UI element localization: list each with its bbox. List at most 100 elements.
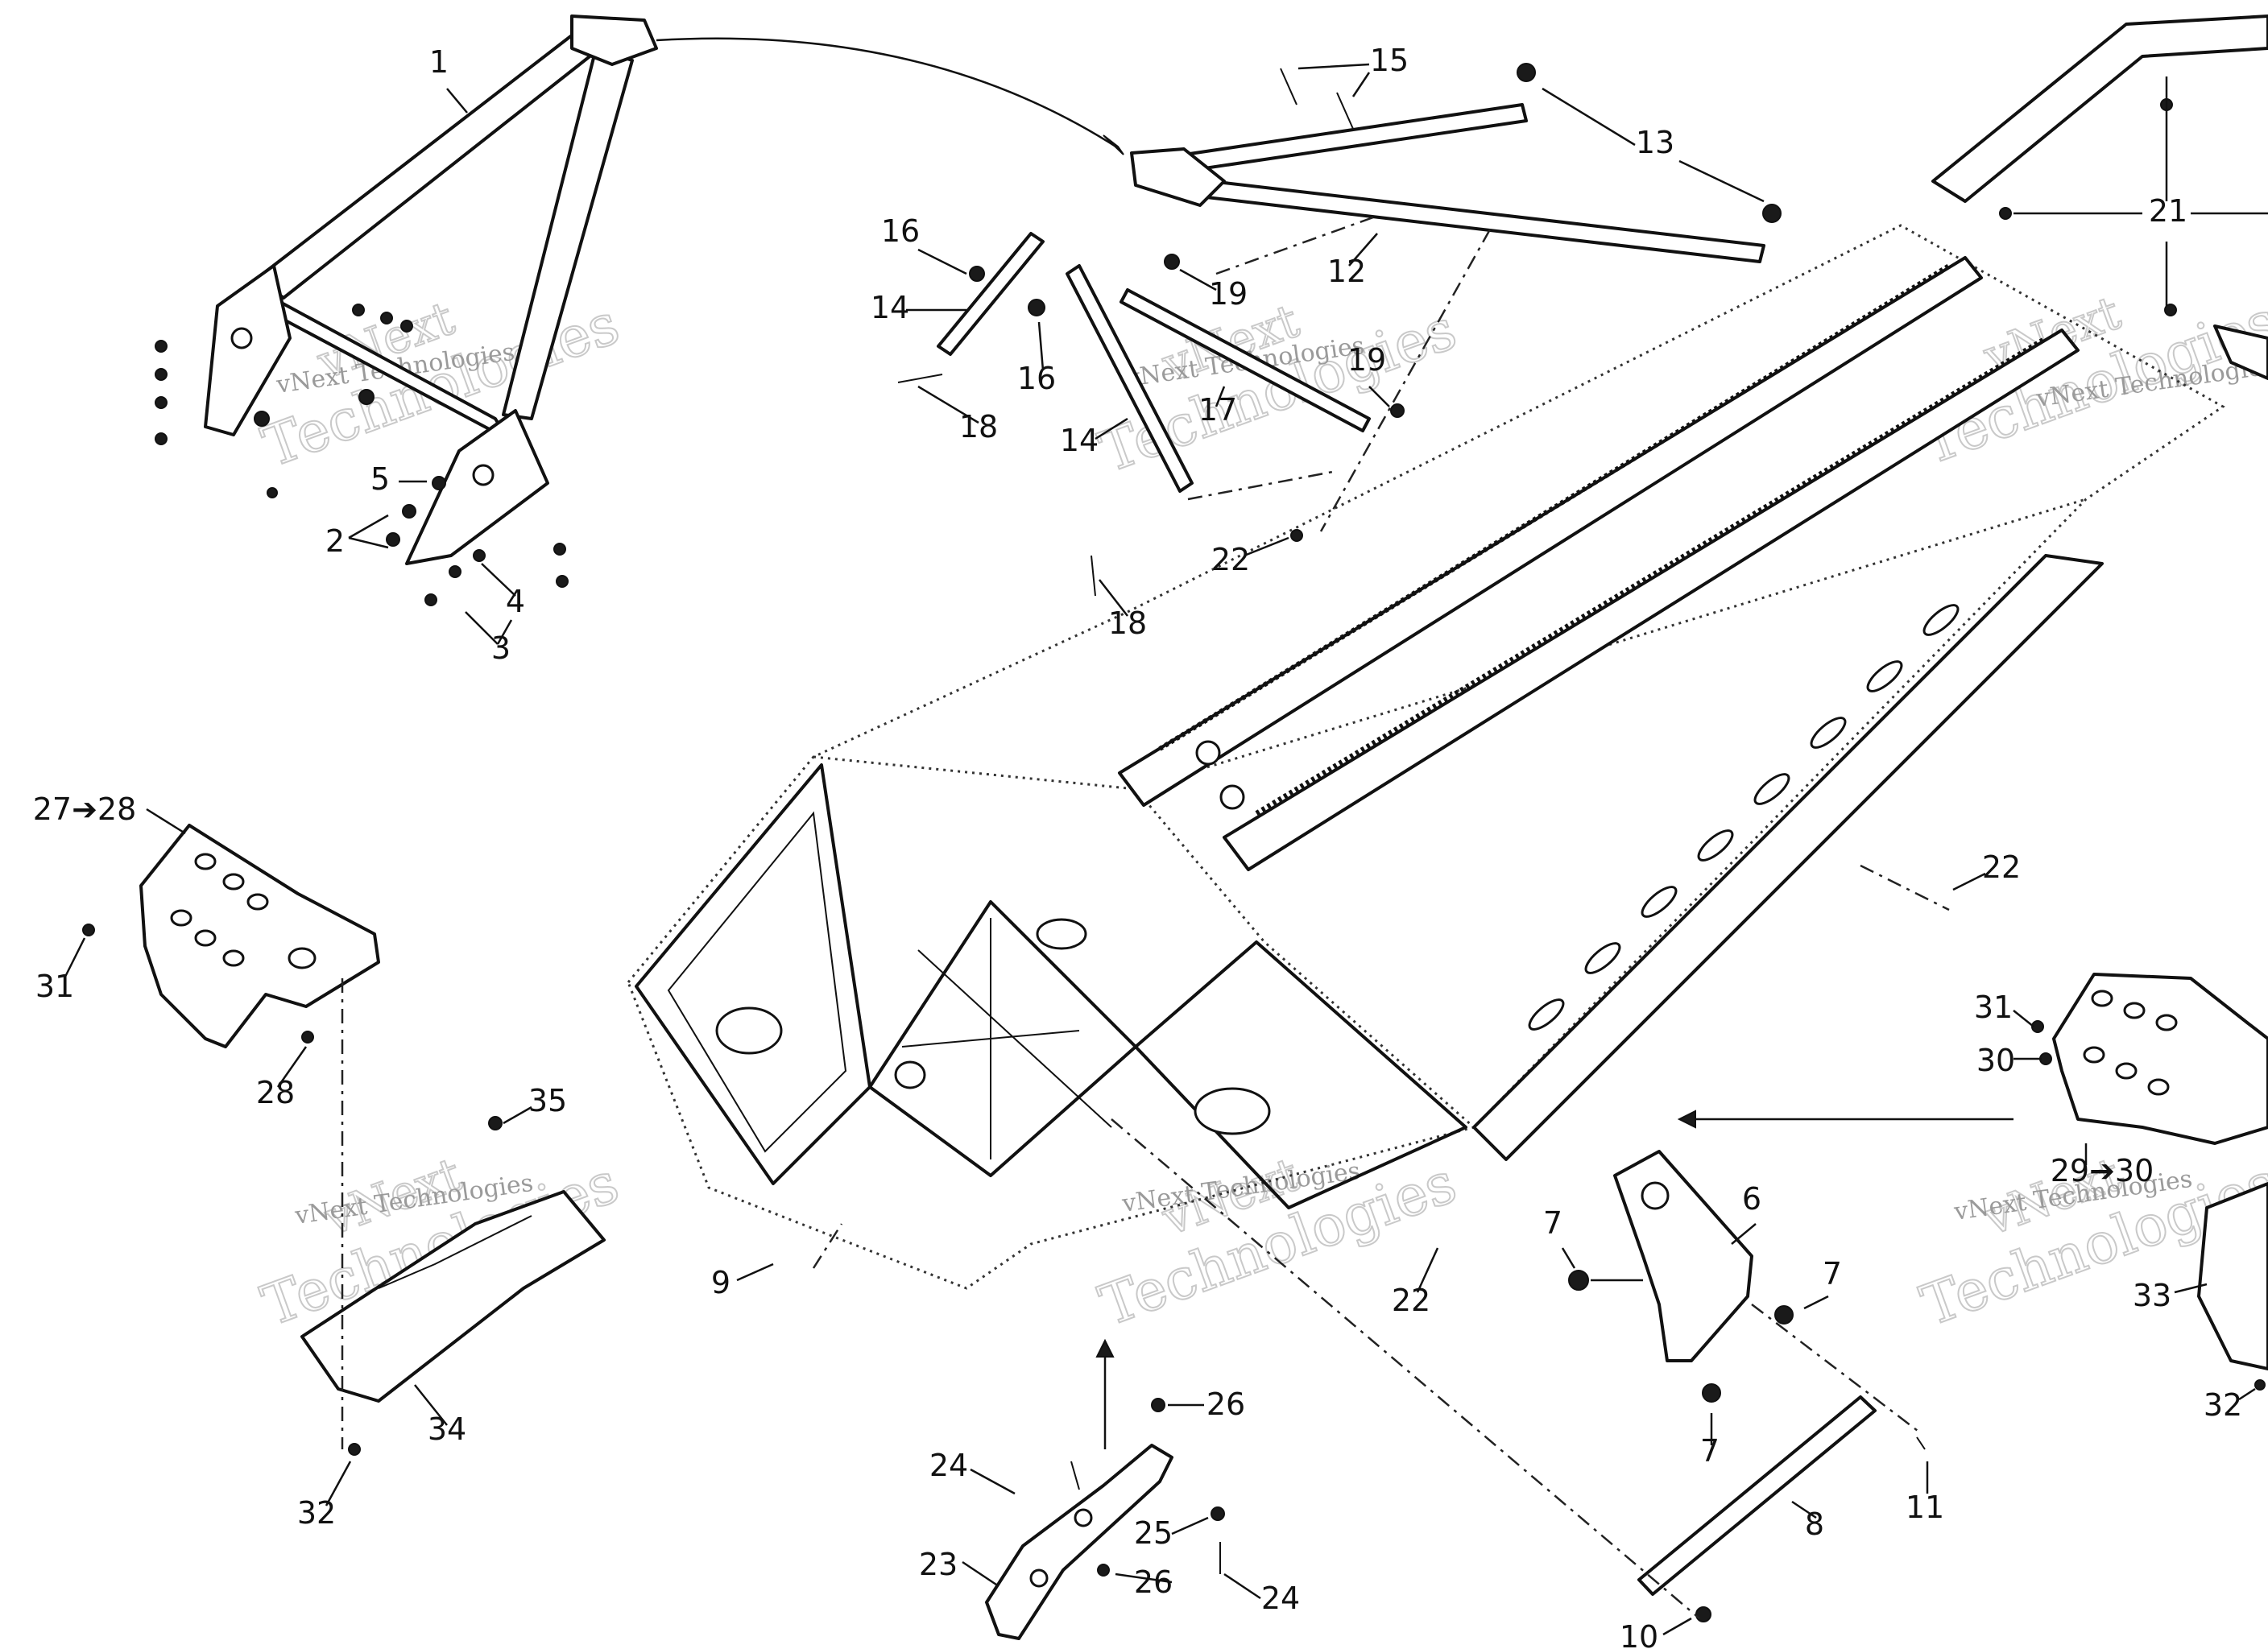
frame-hole-center: [894, 1060, 926, 1089]
bushing-right: [1762, 204, 1782, 223]
callout-c25: 25: [1134, 1515, 1173, 1551]
slide-bracket-23-body: [985, 1444, 1173, 1640]
nut: [380, 312, 393, 324]
callout-c14a: 14: [871, 290, 909, 325]
bolt: [424, 593, 437, 606]
bumper-drop: [2213, 324, 2268, 380]
callout-c5: 5: [370, 461, 390, 497]
a-frame-right-bracket: [405, 409, 549, 565]
callout-c17: 17: [1198, 392, 1237, 428]
callout-c2: 2: [325, 523, 345, 559]
callout-c31a: 31: [35, 969, 74, 1004]
callout-c12: 12: [1327, 254, 1366, 289]
front-frame-center: [868, 900, 1137, 1177]
callout-c34: 34: [428, 1411, 466, 1447]
bolt: [155, 432, 168, 445]
leader-lines: [63, 37, 2268, 1636]
callout-c30: 30: [1976, 1043, 2015, 1078]
callout-c31b: 31: [1974, 990, 2013, 1025]
bolt-18a: [897, 374, 943, 383]
nut-7b: [1774, 1305, 1794, 1325]
left-running-board: [300, 1116, 606, 1456]
nut: [1028, 299, 1045, 316]
callout-c14b: 14: [1060, 423, 1099, 458]
heat-exchanger: [1118, 256, 2080, 871]
running-board-33: [2197, 1182, 2268, 1370]
nut-7c: [1702, 1383, 1721, 1403]
running-board-34-detail: [378, 1215, 532, 1289]
bolt: [473, 549, 486, 562]
screw-26a: [1151, 1398, 1165, 1412]
right-running-board: [2197, 1182, 2268, 1391]
link-long: [1066, 264, 1194, 493]
bumper-tube: [1931, 14, 2268, 203]
footrest-29: [2052, 973, 2268, 1145]
callout-c24b: 24: [1261, 1581, 1300, 1616]
left-footrest: [82, 824, 380, 1048]
slide-hole: [1029, 1568, 1049, 1588]
bolt: [553, 543, 566, 556]
slide-hole: [1074, 1508, 1093, 1527]
front-frame-left-inner: [667, 811, 847, 1153]
arrow-head: [1103, 134, 1124, 155]
callout-c26b: 26: [1134, 1564, 1173, 1600]
link-short: [937, 232, 1045, 356]
callout-c1: 1: [429, 44, 449, 80]
links: [897, 68, 1405, 597]
callout-c13: 13: [1636, 125, 1674, 160]
frame-hole-left: [715, 1006, 783, 1055]
callout-c16b: 16: [1017, 361, 1056, 396]
rear-arm-lower-tube: [1170, 176, 1765, 263]
bolt-32: [348, 1443, 361, 1456]
running-board-34: [300, 1190, 606, 1403]
side-rail: [1472, 554, 2104, 1161]
shaft-8: [1637, 1395, 1926, 1622]
cap-22: [1290, 529, 1303, 542]
screw-31: [2031, 1020, 2044, 1033]
nut: [386, 532, 400, 547]
callout-c28: 28: [256, 1075, 295, 1110]
callout-c32b: 32: [2204, 1387, 2242, 1423]
callout-c4: 4: [506, 584, 525, 619]
callout-c35: 35: [528, 1083, 567, 1118]
nut: [1390, 403, 1405, 418]
callout-c3: 3: [491, 630, 511, 666]
callout-c19b: 19: [1347, 342, 1386, 378]
nut-10: [1695, 1606, 1711, 1622]
bushing-top: [1517, 63, 1536, 82]
callout-c7c: 7: [1700, 1433, 1720, 1469]
callout-c23: 23: [919, 1547, 958, 1582]
callout-c6: 6: [1742, 1181, 1761, 1217]
nut: [969, 266, 985, 282]
nut: [402, 504, 416, 519]
arrow-head: [1095, 1338, 1115, 1358]
bolt-11: [1916, 1436, 1926, 1450]
callout-c29: 29➔30: [2051, 1153, 2154, 1188]
front-frame-right: [1134, 940, 1467, 1209]
tunnel-top-edge: [813, 498, 2087, 791]
shaft-8-body: [1637, 1395, 1877, 1596]
washer-25: [1211, 1506, 1225, 1521]
bracket-hole: [472, 464, 495, 486]
nut: [1164, 254, 1180, 270]
callout-c10: 10: [1620, 1619, 1658, 1649]
nut-7a: [1568, 1270, 1589, 1291]
frame-hole-top: [1036, 918, 1087, 950]
bolt: [155, 340, 168, 353]
callout-c22a: 22: [1211, 542, 1250, 577]
bolt-24a: [1070, 1461, 1080, 1490]
callout-c16a: 16: [881, 213, 920, 249]
nut-35: [488, 1116, 503, 1130]
callout-c11: 11: [1906, 1490, 1944, 1525]
slide-bracket-23: [985, 1398, 1225, 1640]
bolt-15: [1280, 68, 1354, 130]
front-a-frame: [204, 14, 658, 565]
tunnel-outline: [627, 224, 2225, 1290]
callout-c18a: 18: [959, 409, 998, 444]
bolt: [155, 396, 168, 409]
bolt: [155, 368, 168, 381]
footrest-holes: [170, 853, 317, 969]
callout-c27: 27➔28: [33, 791, 137, 827]
rail-slots: [1528, 604, 1960, 1031]
exchanger-fitting-right: [1219, 784, 1245, 810]
